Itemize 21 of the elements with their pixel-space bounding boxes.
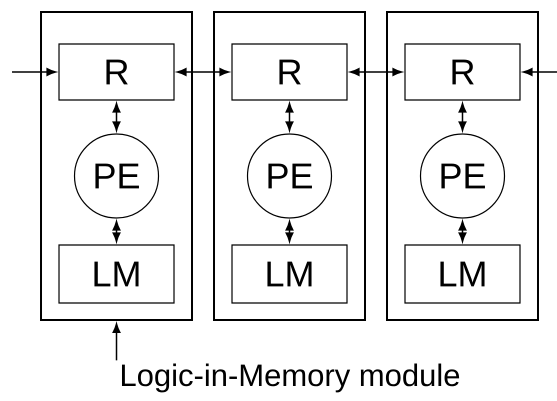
- module-box: [386, 11, 539, 321]
- caption-text: Logic-in-Memory module: [122, 364, 460, 392]
- block-box: LM: [58, 244, 175, 304]
- block-box: LM: [231, 244, 348, 304]
- arrow: [522, 68, 557, 76]
- arrow: [176, 68, 230, 76]
- leader-arrow: [112, 323, 120, 360]
- arrow: [350, 68, 402, 76]
- block-box: LM: [404, 244, 521, 304]
- arrow: [458, 220, 466, 242]
- module-box: [40, 11, 193, 321]
- block-box: R: [58, 43, 175, 101]
- arrow: [12, 68, 56, 76]
- arrow: [286, 220, 294, 242]
- arrow: [112, 102, 120, 132]
- block-box: R: [404, 43, 521, 101]
- arrow: [286, 102, 294, 132]
- arrow: [458, 102, 466, 132]
- block-box: R: [231, 43, 348, 101]
- module-box: [213, 11, 366, 321]
- arrow: [112, 220, 120, 242]
